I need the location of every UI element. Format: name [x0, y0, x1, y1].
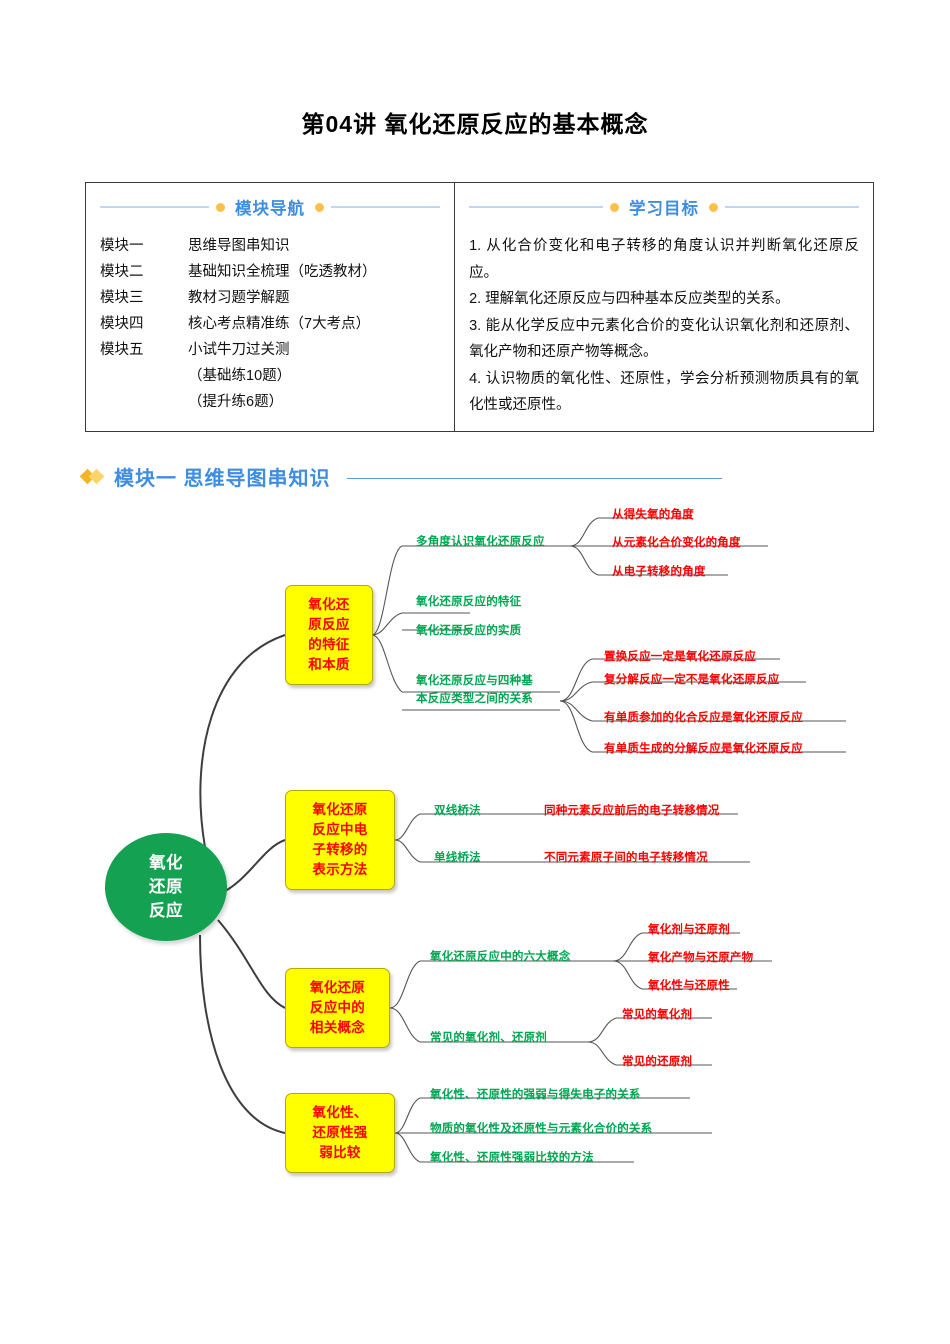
mindmap-sublabel: 氧化性、还原性强弱比较的方法	[430, 1152, 594, 1164]
dot-icon-left	[610, 202, 620, 212]
mindmap-leaf-label: 氧化产物与还原产物	[648, 952, 754, 964]
mindmap-leaf-label: 从得失氧的角度	[612, 509, 694, 521]
goal-item: 1. 从化合价变化和电子转移的角度认识并判断氧化还原反应。	[469, 238, 859, 281]
mindmap-branch-label-1: 氧化还 原反应 的特征 和本质	[308, 597, 350, 672]
learning-goals-column: 学习目标 1. 从化合价变化和电子转移的角度认识并判断氧化还原反应。 2. 理解…	[455, 183, 873, 431]
section-header-module-one: 模块一 思维导图串知识	[79, 462, 722, 491]
section-header-label: 模块一 思维导图串知识	[114, 468, 331, 490]
goal-item: 2. 理解氧化还原反应与四种基本反应类型的关系。	[469, 291, 790, 307]
module-value: 思维导图串知识	[188, 238, 290, 254]
mindmap-leaf-label: 常见的氧化剂	[622, 1009, 693, 1021]
module-sub-note: （提升练6题）	[188, 394, 284, 410]
mindmap-branch-node-3[interactable]: 氧化还原 反应中的 相关概念	[285, 968, 390, 1048]
module-nav-header: 模块导航	[100, 195, 441, 219]
module-key: 模块四	[100, 316, 144, 332]
module-key: 模块一	[100, 238, 144, 254]
mindmap-leaf-label: 氧化性与还原性	[648, 980, 730, 992]
mindmap-sublabel: 氧化还原反应中的六大概念	[430, 951, 571, 963]
module-value: 基础知识全梳理（吃透教材）	[188, 264, 377, 280]
mindmap-leaf-label: 氧化剂与还原剂	[648, 924, 730, 936]
module-value: 小试牛刀过关测	[188, 342, 290, 358]
mindmap-leaf-label: 常见的还原剂	[622, 1056, 693, 1068]
module-nav-column: 模块导航 模块一 思维导图串知识 模块二 基础知识全梳理（吃透教材） 模块三 教…	[86, 183, 456, 431]
mindmap-branch-label-4: 氧化性、 还原性强 弱比较	[312, 1105, 368, 1160]
mindmap-leaf-label: 有单质参加的化合反应是氧化还原反应	[604, 712, 803, 724]
module-row: 模块一 思维导图串知识	[100, 233, 440, 259]
header-rule-left	[469, 206, 604, 208]
section-header-rule	[346, 477, 722, 480]
module-sub-note: （基础练10题）	[188, 368, 292, 384]
mindmap-branch-label-3: 氧化还原 反应中的 相关概念	[309, 980, 366, 1035]
mindmap-leaf-label: 不同元素原子间的电子转移情况	[544, 852, 708, 864]
mindmap-sublabel: 氧化还原反应的实质	[416, 625, 522, 637]
info-table: 模块导航 模块一 思维导图串知识 模块二 基础知识全梳理（吃透教材） 模块三 教…	[85, 182, 874, 432]
mindmap-sublabel: 单线桥法	[434, 852, 481, 864]
module-value: 核心考点精准练（7大考点）	[188, 316, 371, 332]
header-rule-right	[725, 206, 859, 208]
module-row: 模块四 核心考点精准练（7大考点）	[100, 311, 440, 337]
mindmap-leaf-label: 从电子转移的角度	[612, 566, 706, 578]
module-value: 教材习题学解题	[188, 290, 290, 306]
mindmap-leaf-label: 从元素化合价变化的角度	[612, 537, 741, 549]
goal-item: 3. 能从化学反应中元素化合价的变化认识氧化剂和还原剂、氧化产物和还原产物等概念…	[469, 317, 859, 361]
mindmap: 氧化 还原 反应 氧化还 原反应 的特征 和本质 多角度认识氧化还原反应 从得失…	[105, 509, 846, 1173]
mindmap-root-label: 氧化 还原 反应	[149, 854, 183, 920]
mindmap-sublabel: 物质的氧化性及还原性与元素化合价的关系	[430, 1123, 653, 1135]
mindmap-root-node[interactable]: 氧化 还原 反应	[105, 833, 227, 941]
mindmap-sublabel: 双线桥法	[434, 805, 481, 817]
module-row: 模块三 教材习题学解题	[100, 285, 440, 311]
dot-icon-right	[709, 202, 719, 212]
module-row: 模块二 基础知识全梳理（吃透教材）	[100, 259, 440, 285]
module-row: 模块五 小试牛刀过关测	[100, 337, 440, 363]
mindmap-sublabel: 多角度认识氧化还原反应	[416, 536, 545, 548]
mindmap-sublabel: 氧化还原反应与四种基 本反应类型之间的关系	[416, 675, 533, 705]
mindmap-sublabel: 常见的氧化剂、还原剂	[430, 1032, 547, 1044]
mindmap-branch-node-4[interactable]: 氧化性、 还原性强 弱比较	[285, 1093, 395, 1173]
module-key: 模块五	[100, 342, 144, 358]
mindmap-sublabel: 氧化还原反应的特征	[416, 596, 522, 608]
page-title: 第04讲 氧化还原反应的基本概念	[301, 111, 649, 137]
mindmap-branch-node-1[interactable]: 氧化还 原反应 的特征 和本质	[285, 585, 373, 685]
mindmap-leaf-label: 同种元素反应前后的电子转移情况	[544, 805, 720, 817]
dot-icon-left	[216, 202, 226, 212]
dot-icon-right	[315, 202, 325, 212]
mindmap-branch-node-2[interactable]: 氧化还原 反应中电 子转移的 表示方法	[285, 790, 395, 890]
header-rule-right	[331, 206, 441, 208]
module-key: 模块三	[100, 290, 144, 306]
mindmap-sublabel: 氧化性、还原性的强弱与得失电子的关系	[430, 1089, 641, 1101]
module-key: 模块二	[100, 264, 144, 280]
mindmap-leaf-label: 复分解反应一定不是氧化还原反应	[604, 674, 780, 686]
mindmap-branch-label-2: 氧化还原 反应中电 子转移的 表示方法	[312, 802, 368, 877]
learning-goals-heading: 学习目标	[629, 200, 700, 218]
module-nav-heading: 模块导航	[235, 200, 306, 218]
header-rule-left	[100, 206, 210, 208]
mindmap-leaf-label: 有单质生成的分解反应是氧化还原反应	[604, 743, 803, 755]
goal-item: 4. 认识物质的氧化性、还原性，学会分析预测物质具有的氧化性或还原性。	[469, 370, 859, 414]
learning-goals-header: 学习目标	[469, 195, 859, 219]
mindmap-leaf-label: 置换反应一定是氧化还原反应	[604, 651, 757, 663]
